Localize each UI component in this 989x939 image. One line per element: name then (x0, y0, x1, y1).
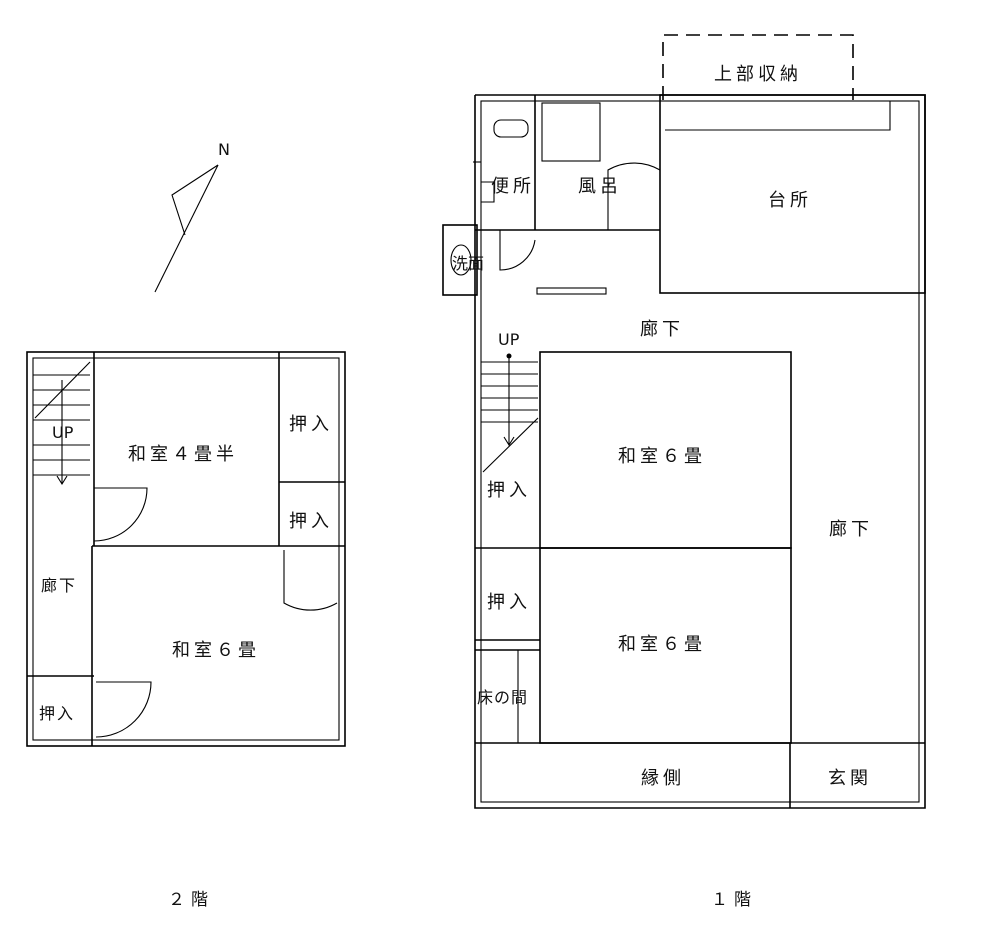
compass-arrow-icon (154, 164, 219, 293)
floor2-stair-up-label: UP (52, 423, 74, 442)
floor2-label: ２階 (168, 890, 214, 910)
floor2-room-oshiire-a: 押入 (289, 414, 333, 435)
floor1-stair-up-label: UP (498, 330, 520, 349)
floor2-stair (33, 361, 91, 486)
floor1-room-genkan: 玄関 (828, 768, 872, 789)
floor1-room-oshiire-lower: 押入 (487, 592, 531, 613)
floor1-room-washitsu-6-lower: 和室６畳 (618, 634, 706, 655)
floor2-room-oshiire-c: 押入 (39, 704, 76, 723)
floor1-room-washitsu-6-upper: 和室６畳 (618, 446, 706, 467)
floor1-stair (481, 353, 539, 473)
compass-north-label: N (218, 140, 232, 159)
floor1-room-furo: 風呂 (578, 176, 622, 197)
floor2-room-washitsu-45: 和室４畳半 (128, 444, 238, 465)
floor1-room-rouka-top: 廊下 (640, 319, 684, 340)
floor2-plan (26, 351, 346, 747)
floor1-room-benjo: 便所 (491, 176, 535, 197)
floor2-room-rouka: 廊下 (41, 576, 78, 595)
floor1-room-oshiire-upper: 押入 (487, 480, 531, 501)
floor1-plan (442, 34, 926, 809)
floor1-room-joubu-shuunou: 上部収納 (714, 64, 802, 85)
floor1-room-rouka-right: 廊下 (829, 519, 873, 540)
floor1-room-tokonoma: 床の間 (477, 688, 529, 707)
floor1-label: １階 (711, 890, 757, 910)
floor1-room-daidokoro: 台所 (768, 190, 812, 211)
floor2-room-washitsu-6: 和室６畳 (172, 640, 260, 661)
floor1-room-senmen: 洗面 (452, 254, 485, 273)
floor2-room-oshiire-b: 押入 (289, 511, 333, 532)
floor1-room-engawa: 縁側 (641, 768, 685, 789)
